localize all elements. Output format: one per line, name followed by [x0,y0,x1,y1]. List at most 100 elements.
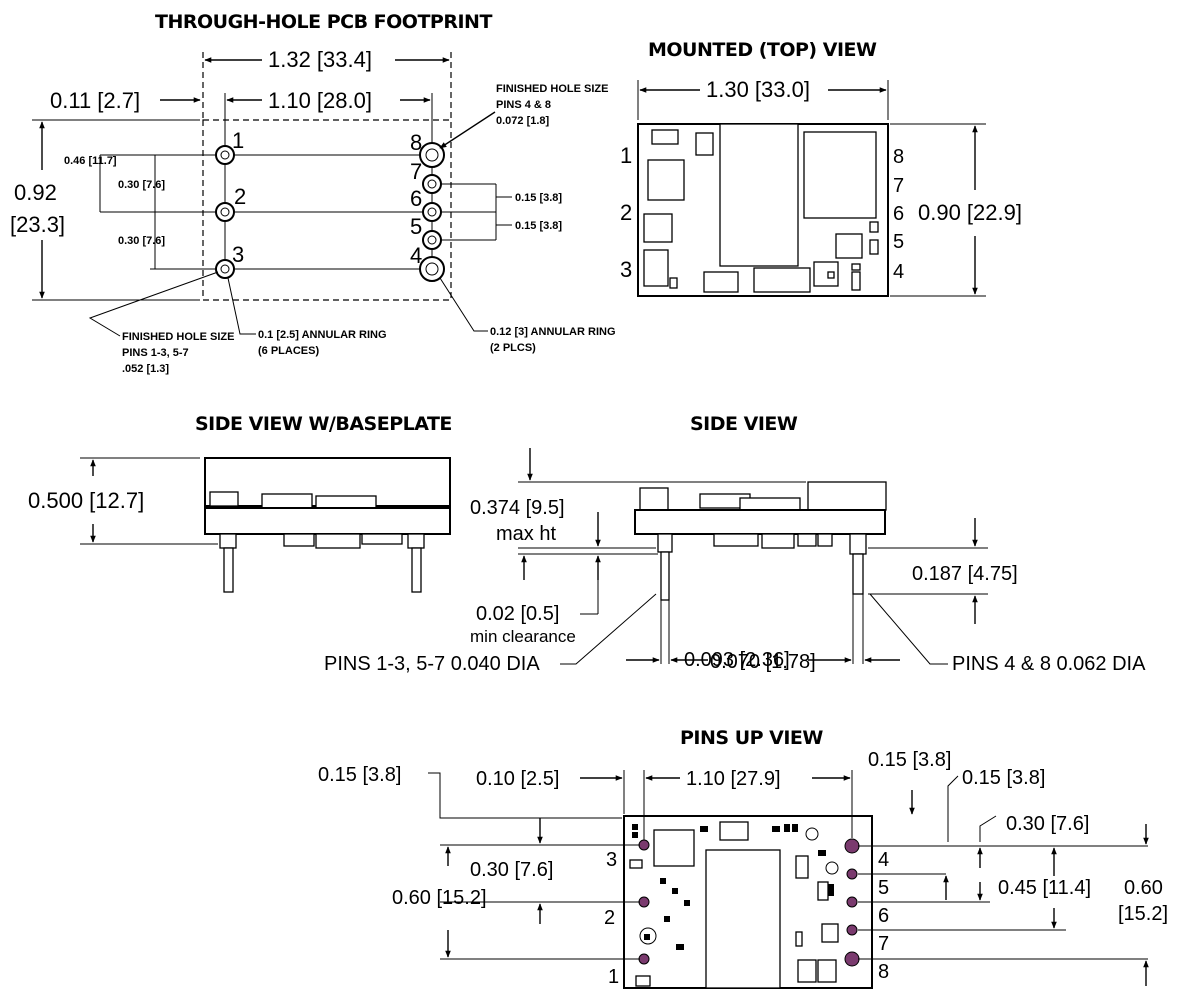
pin-label: 6 [893,203,904,225]
note-small-hole-2: PINS 1-3, 5-7 [122,347,189,359]
pins-up-015-left-label: 0.15 [3.8] [318,764,401,786]
leader [560,593,657,665]
pin-label: 3 [620,257,632,282]
pin-label: 2 [604,907,615,929]
side-small-pins-note: PINS 1-3, 5-7 0.040 DIA [324,653,540,675]
dim-015-a-label: 0.15 [3.8] [515,192,562,204]
component [797,533,817,547]
component [669,277,678,289]
pin-hole [422,174,442,194]
component [761,533,795,549]
pin-hole-inner [427,235,437,245]
component-transformer [719,123,799,267]
leader [428,772,622,819]
side-baseplate-view: SIDE VIEW W/BASEPLATE 0.500 [12.7] [28,413,452,593]
pins-up-045-label: 0.45 [11.4] [998,877,1091,899]
pin-hole-inner [427,207,437,217]
component [795,855,809,879]
component [676,944,684,950]
pin-hole [422,202,442,222]
pin-collar [407,533,425,549]
pin-label: 5 [878,877,889,899]
component [817,959,837,983]
pcb [204,507,451,535]
dim-height-a-label: 0.92 [14,180,57,205]
leader [88,271,219,337]
leader [227,277,256,335]
footprint-outline [202,119,452,301]
leader [439,111,496,149]
component [629,859,643,869]
dim-030-top-label: 0.30 [7.6] [118,179,165,191]
footprint-pin-holes [215,142,445,282]
component [827,271,835,279]
component [817,533,833,547]
side-maxht-b-label: max ht [496,523,556,545]
note-ring-small-1: 0.1 [2.5] ANNULAR RING [258,329,387,341]
component [647,159,685,201]
component [653,829,695,867]
component [703,271,739,293]
pin-pad-large [844,838,860,854]
pins-up-view: PINS UP VIEW [318,727,1168,989]
component [851,271,861,291]
pin-label: 2 [234,184,246,209]
note-large-hole-3: 0.072 [1.8] [496,115,550,127]
dim-046-label: 0.46 [11.7] [64,155,117,167]
pin-label: 7 [878,933,889,955]
pin-pad [638,896,650,908]
component [805,827,819,841]
component [818,850,826,856]
component [695,132,714,156]
note-large-hole-2: PINS 4 & 8 [496,99,551,111]
side-pcb [634,509,886,535]
side-clear-a-label: 0.02 [0.5] [476,603,559,625]
mounted-width-label: 1.30 [33.0] [706,77,810,102]
component [635,975,651,987]
pin-collar [219,533,237,549]
pin-hole-large [419,142,445,168]
pins-up-015-top-label: 0.15 [3.8] [868,749,951,771]
pins-up-heading: PINS UP VIEW [680,727,823,749]
pins-up-030-left-label: 0.30 [7.6] [470,859,553,881]
pin-label: 1 [608,966,619,988]
pin-label: 3 [606,849,617,871]
note-small-hole-1: FINISHED HOLE SIZE [122,331,234,343]
pin-pad [638,839,650,851]
component [719,821,749,841]
component [632,824,638,830]
pin-label: 4 [878,849,889,871]
dim-pin-span-label: 1.10 [28.0] [268,88,372,113]
pin-collar [657,533,673,553]
pin-label: 5 [893,231,904,253]
component [869,239,879,255]
component [639,487,669,511]
pin-label: 6 [410,186,422,211]
leader [979,815,997,842]
side-large-pins-note: PINS 4 & 8 0.062 DIA [952,653,1146,675]
pins-up-010-label: 0.10 [2.5] [476,768,559,790]
note-ring-small-2: (6 PLACES) [258,345,319,357]
component [803,131,877,219]
component [639,927,657,945]
component [315,495,377,509]
component [643,249,669,287]
pins-up-060-right-b-label: [15.2] [1118,903,1168,925]
pin-label: 7 [410,159,422,184]
pin-label: 8 [410,130,422,155]
component [209,491,239,507]
component [632,832,638,838]
pin-label: 6 [878,905,889,927]
pin-hole [215,145,235,165]
component [821,923,839,943]
pin-label: 1 [620,143,632,168]
dim-height-b-label: [23.3] [10,212,65,237]
component [261,493,313,509]
side-maxht-a-label: 0.374 [9.5] [470,497,565,519]
component [784,824,790,832]
component [825,861,839,875]
side-heading: SIDE VIEW [690,413,798,435]
pins-up-015-right-label: 0.15 [3.8] [962,767,1045,789]
pin-pad [846,924,858,936]
